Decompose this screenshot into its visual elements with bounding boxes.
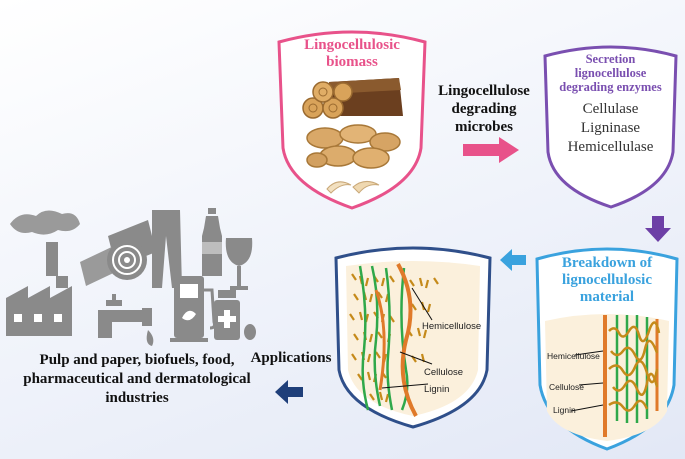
enzymes-title-line3: degrading enzymes xyxy=(559,80,662,94)
industries-icons xyxy=(6,208,256,346)
industries-label: Pulp and paper, biofuels, food, pharmace… xyxy=(12,351,262,408)
jeans-icon xyxy=(152,210,182,288)
microbes-label-line2: degrading xyxy=(451,101,517,117)
breakdown-title-line1: Breakdown of xyxy=(561,255,653,271)
biomass-title-line2: biomass xyxy=(326,54,378,70)
structure-label-lignin: Lignin xyxy=(424,384,450,395)
enzymes-shield: Secretion lignocellulose degrading enzym… xyxy=(541,44,680,209)
wine-glass-icon xyxy=(225,238,253,290)
broken-fiber-illustration xyxy=(545,314,669,441)
enzymes-title: Secretion lignocellulose degrading enzym… xyxy=(541,52,680,94)
structure-label-cellulose: Cellulose xyxy=(424,367,464,378)
microbes-label: Lingocellulose degrading microbes xyxy=(426,82,542,136)
applications-label: Applications xyxy=(250,350,332,366)
enzymes-shield-outline xyxy=(543,45,678,209)
structure-label-hemicellulose: Hemicellulose xyxy=(422,321,482,332)
purple-arrow-down xyxy=(645,216,671,242)
wood-shavings-icon xyxy=(326,181,380,194)
industries-label-line3: industries xyxy=(105,390,169,406)
paper-roll-icon xyxy=(80,220,156,286)
microbes-label-line1: Lingocellulose xyxy=(438,83,530,99)
microbes-label-line3: microbes xyxy=(454,119,514,135)
enzyme-ligninase: Ligninase xyxy=(580,120,641,136)
light-blue-arrow-left xyxy=(500,249,526,271)
enzymes-title-line1: Secretion xyxy=(585,52,636,66)
enzyme-cellulase: Cellulase xyxy=(582,101,639,117)
breakdown-label-lignin: Lignin xyxy=(553,405,576,415)
biomass-shield: Lingocellulosic biomass xyxy=(275,28,429,210)
enzymes-title-line2: lignocellulose xyxy=(574,66,647,80)
pink-arrow-right xyxy=(463,137,519,163)
lignocellulose-structure-illustration xyxy=(346,261,480,417)
fuel-pump-icon xyxy=(170,276,216,342)
enzymes-list: Cellulase Ligninase Hemicellulase xyxy=(541,100,680,157)
structure-shield: Hemicellulose Cellulose Lignin xyxy=(332,244,494,429)
breakdown-label-cellulose: Cellulose xyxy=(549,382,584,392)
water-bottle-icon xyxy=(202,208,222,276)
breakdown-label-hemicellulose: Hemicellulose xyxy=(547,351,600,361)
wood-chips-icon xyxy=(306,124,401,169)
enzyme-hemicellulase: Hemicellulase xyxy=(567,139,654,155)
factory-icon xyxy=(6,210,80,336)
breakdown-title: Breakdown of lignocellulosic material xyxy=(533,255,681,306)
breakdown-title-line3: material xyxy=(579,289,635,305)
medicine-bottle-icon xyxy=(214,290,240,340)
breakdown-title-line2: lignocellulosic xyxy=(562,272,652,288)
wood-logs-icon xyxy=(302,78,403,119)
navy-arrow-left xyxy=(275,380,303,404)
faucet-icon xyxy=(98,294,154,346)
pill-icon xyxy=(244,324,256,340)
breakdown-shield: Breakdown of lignocellulosic material He… xyxy=(533,245,681,451)
biomass-title: Lingocellulosic biomass xyxy=(275,37,429,71)
biomass-title-line1: Lingocellulosic xyxy=(304,37,400,53)
industries-label-line1: Pulp and paper, biofuels, food, xyxy=(39,352,235,368)
industries-label-line2: pharmaceutical and dermatological xyxy=(23,371,251,387)
